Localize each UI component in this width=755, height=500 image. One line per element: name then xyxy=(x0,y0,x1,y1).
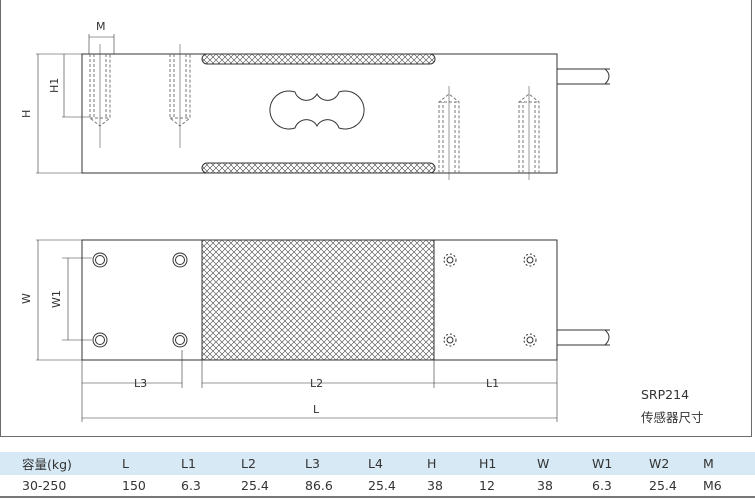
table-cell: 6.3 xyxy=(181,475,241,498)
side-view xyxy=(36,34,610,180)
dim-h: H xyxy=(20,110,33,118)
header-cell: L3 xyxy=(305,456,320,471)
table-cell: 25.4 xyxy=(241,475,305,498)
dim-l2: L2 xyxy=(310,377,323,390)
dimension-labels: M H H1 W W1 L3 L2 L1 L xyxy=(20,20,499,416)
table-cell: 150 xyxy=(122,475,181,498)
dim-l: L xyxy=(313,403,320,416)
header-cell: W xyxy=(537,456,550,471)
table-cell: 25.4 xyxy=(368,475,427,498)
bone-cutout xyxy=(269,90,365,130)
dim-h1: H1 xyxy=(48,78,61,93)
dim-l3: L3 xyxy=(134,377,147,390)
table-cell: 6.3 xyxy=(592,475,649,498)
table-cell: 30-250 xyxy=(0,475,122,498)
table-cell: 38 xyxy=(427,475,479,498)
header-cell: W2 xyxy=(649,456,670,471)
table-cell: 25.4 xyxy=(649,475,703,498)
header-cell: M xyxy=(703,456,714,471)
drawing-frame xyxy=(0,0,752,437)
table-cell: 38 xyxy=(537,475,592,498)
spec-table: 容量(kg) L L1 L2 L3 L4 H H1 W W1 W2 M 30-2… xyxy=(0,452,755,498)
header-cell: W1 xyxy=(592,456,613,471)
header-cell: H1 xyxy=(479,456,497,471)
table-cell: 86.6 xyxy=(305,475,368,498)
header-cell: L1 xyxy=(181,456,196,471)
table-cell: 12 xyxy=(479,475,537,498)
table-row: 30-250 150 6.3 25.4 86.6 25.4 38 12 38 6… xyxy=(0,475,755,498)
dim-w1: W1 xyxy=(50,290,63,308)
dim-m: M xyxy=(96,20,106,33)
table-header-row: 容量(kg) L L1 L2 L3 L4 H H1 W W1 W2 M xyxy=(0,452,755,475)
header-cell: 容量(kg) xyxy=(22,457,72,472)
header-cell: L4 xyxy=(368,456,383,471)
header-cell: L xyxy=(122,456,129,471)
header-cell: H xyxy=(427,456,437,471)
dim-l1: L1 xyxy=(486,377,499,390)
bottom-view xyxy=(36,239,610,422)
table-cell: M6 xyxy=(703,475,755,498)
load-cell-drawing: M H H1 W W1 L3 L2 L1 L SRP214 传感器尺寸 xyxy=(20,20,704,425)
model-label: SRP214 xyxy=(641,387,689,402)
caption: 传感器尺寸 xyxy=(641,410,704,425)
dim-w: W xyxy=(20,293,33,304)
header-cell: L2 xyxy=(241,456,256,471)
